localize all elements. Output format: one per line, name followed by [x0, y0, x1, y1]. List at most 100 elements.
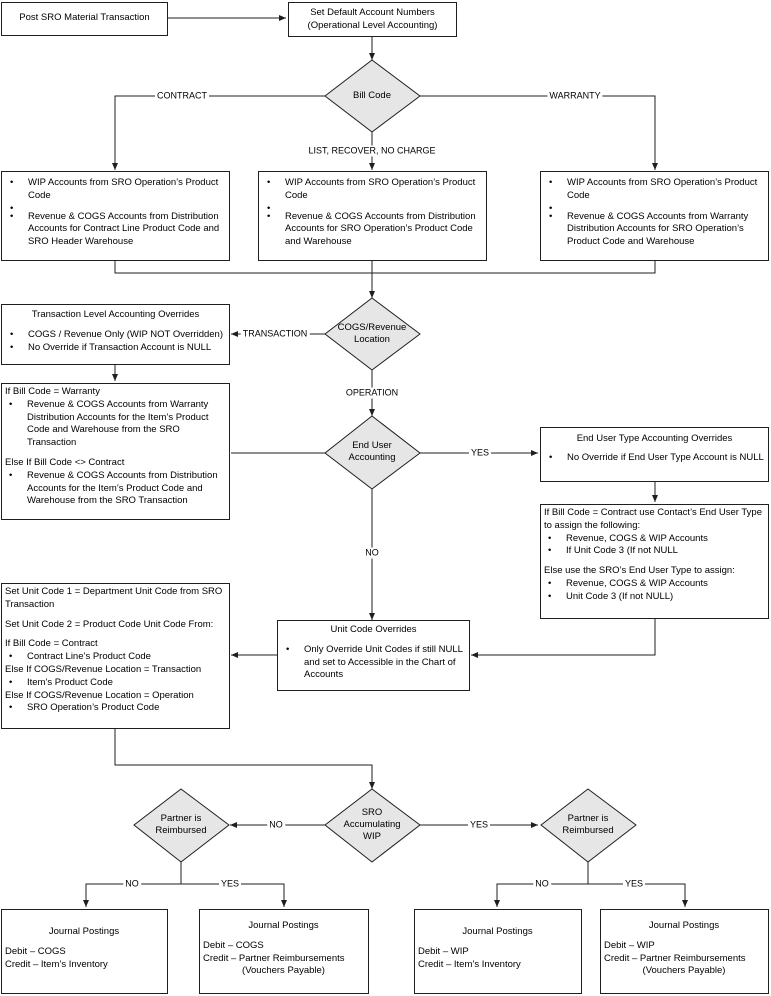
journal-postings-box-3: Journal Postings Debit – WIP Credit – It… — [414, 909, 582, 994]
arrow-eu-assign-to-uc — [471, 619, 656, 658]
list-default-accounts-box: WIP Accounts from SRO Operation’s Produc… — [258, 171, 487, 261]
decision-partner-reimbursed-left — [133, 788, 230, 863]
list-item: Only Override Unit Codes if still NULL a… — [282, 644, 465, 682]
label-line: Reimbursed — [155, 825, 207, 836]
edge-label-transaction: TRANSACTION — [240, 328, 310, 340]
spacer — [5, 631, 226, 638]
edge-label-warranty: WARRANTY — [547, 90, 603, 102]
bullet-list: SRO Operation’s Product Code — [5, 702, 226, 715]
bullet-list: Item’s Product Code — [5, 677, 226, 690]
partner-reimbursed-right-label: Partner is Reimbursed — [548, 813, 628, 837]
set-default-account-numbers-box: Set Default Account Numbers (Operational… — [288, 2, 457, 37]
edge-label-yes-end-user: YES — [468, 447, 492, 459]
edge-label-no-partner-right: NO — [533, 878, 551, 890]
debit-text: Debit – COGS — [5, 945, 66, 957]
list-item: Revenue & COGS Accounts from Distributio… — [5, 470, 226, 508]
bullet-list: No Override if End User Type Account is … — [545, 452, 764, 465]
arrow-billcode-warranty — [420, 95, 658, 170]
condition-text: If Bill Code = Warranty — [5, 386, 100, 397]
edge-label-contract: CONTRACT — [155, 90, 209, 102]
label-line: Location — [354, 334, 390, 345]
label-line: WIP — [363, 831, 381, 842]
partner-reimbursed-left-label: Partner is Reimbursed — [141, 813, 221, 837]
label-line: Accounting — [348, 452, 396, 463]
edge-label-no-partner-left: NO — [123, 878, 141, 890]
spacer — [545, 203, 764, 216]
box-text: Post SRO Material Transaction — [19, 12, 150, 23]
list-item: WIP Accounts from SRO Operation’s Produc… — [545, 177, 764, 203]
decision-bill-code — [324, 59, 421, 133]
box-title: Transaction Level Accounting Overrides — [31, 309, 200, 320]
arrow-partner-right-yes — [588, 883, 688, 907]
box-title: Journal Postings — [48, 926, 120, 937]
spacer — [604, 933, 764, 940]
transaction-level-overrides-box: Transaction Level Accounting Overrides C… — [1, 304, 230, 365]
debit-text: Debit – COGS — [203, 939, 264, 951]
list-item: Revenue & COGS Accounts from Distributio… — [263, 211, 482, 249]
bullet-list: Revenue, COGS & WIP Accounts If Unit Cod… — [544, 533, 765, 559]
bullet-list: Only Override Unit Codes if still NULL a… — [282, 644, 465, 682]
bullet-list: Revenue & COGS Accounts from Warranty Di… — [5, 399, 226, 450]
unit-code-overrides-box: Unit Code Overrides Only Override Unit C… — [277, 620, 470, 691]
edge-label-operation: OPERATION — [343, 387, 401, 399]
credit-text: Credit – Item’s Inventory — [418, 958, 521, 970]
box-subtitle: (Operational Level Accounting) — [307, 19, 438, 31]
condition-text: If Bill Code = Contract — [5, 638, 98, 650]
list-item: SRO Operation’s Product Code — [5, 702, 226, 715]
post-sro-material-transaction-box: Post SRO Material Transaction — [1, 2, 168, 36]
box-title: Journal Postings — [248, 920, 319, 931]
arrow-billcode-contract — [112, 95, 325, 170]
bill-code-label: Bill Code — [352, 90, 392, 101]
spacer — [5, 612, 226, 619]
label-line: End User — [352, 440, 392, 451]
bullet-list: Revenue & COGS Accounts from Distributio… — [5, 470, 226, 508]
label-line: Reimbursed — [562, 825, 614, 836]
spacer — [5, 450, 226, 457]
spacer — [6, 203, 225, 216]
condition-text: Else If COGS/Revenue Location = Transact… — [5, 663, 202, 675]
list-item: Unit Code 3 (If not NULL) — [544, 591, 765, 604]
list-item: Revenue & COGS Accounts from Distributio… — [6, 211, 225, 249]
condition-text: Else If Bill Code <> Contract — [5, 456, 125, 468]
list-item: WIP Accounts from SRO Operation’s Produc… — [263, 177, 482, 203]
label-line: COGS/Revenue — [337, 322, 407, 333]
debit-text: Debit – WIP — [604, 939, 655, 951]
bullet-list: WIP Accounts from SRO Operation’s Produc… — [6, 177, 225, 249]
condition-text: If Bill Code = Contract use Contact’s En… — [544, 507, 762, 531]
list-item: COGS / Revenue Only (WIP NOT Overridden) — [6, 329, 225, 342]
list-item: Revenue & COGS Accounts from Warranty Di… — [5, 399, 226, 450]
journal-postings-box-1: Journal Postings Debit – COGS Credit – I… — [1, 909, 168, 994]
list-item: No Override if End User Type Account is … — [545, 452, 764, 465]
credit-text: Credit – Partner Reimbursements — [203, 952, 345, 964]
list-item: Revenue & COGS Accounts from Warranty Di… — [545, 211, 764, 249]
end-user-accounting-label: End User Accounting — [332, 440, 412, 464]
transaction-bill-code-rules-box: If Bill Code = Warranty Revenue & COGS A… — [1, 383, 230, 520]
box-title: End User Type Accounting Overrides — [576, 433, 733, 444]
box-title: Unit Code Overrides — [330, 624, 417, 635]
debit-text: Debit – WIP — [418, 945, 469, 957]
spacer — [544, 558, 765, 565]
assignment-text: Set Unit Code 2 = Product Code Unit Code… — [5, 618, 214, 630]
set-unit-codes-box: Set Unit Code 1 = Department Unit Code f… — [1, 583, 230, 729]
arrow-partner-left-yes — [181, 883, 287, 907]
spacer — [418, 939, 577, 946]
bullet-list: Revenue, COGS & WIP Accounts Unit Code 3… — [544, 578, 765, 604]
cogs-revenue-location-label: COGS/Revenue Location — [332, 322, 412, 346]
box-title: Journal Postings — [462, 926, 533, 937]
credit-text: Credit – Partner Reimbursements — [604, 952, 746, 964]
journal-postings-box-4: Journal Postings Debit – WIP Credit – Pa… — [600, 909, 769, 994]
list-item: Contract Line’s Product Code — [5, 651, 226, 664]
assignment-text: Set Unit Code 1 = Department Unit Code f… — [5, 586, 223, 610]
label-line: Partner is — [567, 813, 609, 824]
journal-postings-box-2: Journal Postings Debit – COGS Credit – P… — [199, 909, 369, 994]
list-item: WIP Accounts from SRO Operation’s Produc… — [6, 177, 225, 203]
end-user-type-overrides-box: End User Type Accounting Overrides No Ov… — [540, 427, 769, 482]
list-item: If Unit Code 3 (If not NULL — [544, 545, 765, 558]
decision-partner-reimbursed-right — [540, 788, 637, 863]
list-item: No Override if Transaction Account is NU… — [6, 342, 225, 355]
list-item: Revenue, COGS & WIP Accounts — [544, 533, 765, 546]
box-title: Set Default Account Numbers — [310, 7, 435, 18]
decision-cogs-revenue-location — [324, 297, 421, 371]
box-title: Journal Postings — [648, 920, 720, 931]
